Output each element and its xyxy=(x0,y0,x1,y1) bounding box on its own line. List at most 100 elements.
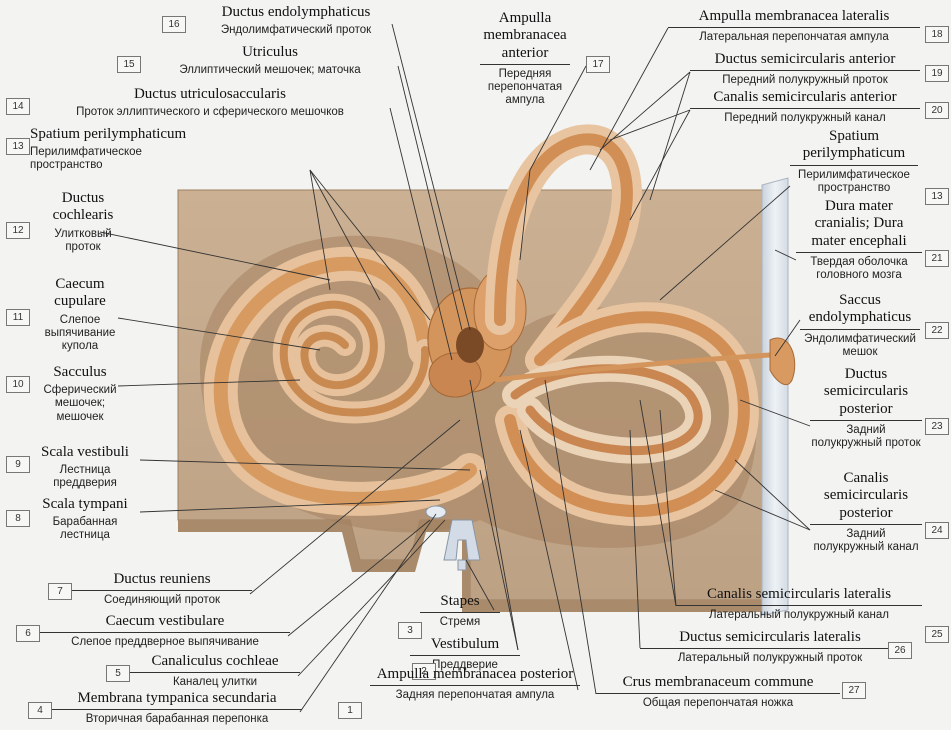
callout-number-5: 5 xyxy=(106,665,130,682)
russian-name: Проток эллиптического и сферического меш… xyxy=(30,103,390,119)
callout-number-1: 1 xyxy=(338,702,362,719)
russian-name: Улитковый проток xyxy=(38,225,128,254)
latin-name: Membrana tympanica secundaria xyxy=(52,690,302,707)
russian-name: Перилимфатическое пространство xyxy=(30,143,180,172)
label-dura-mater: Dura mater cranialis; Dura mater encepha… xyxy=(796,198,922,282)
label-ampulla-membranacea-posterior: Ampulla membranacea posterior Задняя пер… xyxy=(370,666,580,702)
russian-name: Стремя xyxy=(420,612,500,629)
callout-number-23: 23 xyxy=(925,418,949,435)
label-ductus-semicircularis-lateralis: Ductus semicircularis lateralis Латераль… xyxy=(640,629,900,665)
russian-name: Латеральный полукружный канал xyxy=(676,605,922,622)
russian-name: Передний полукружный канал xyxy=(690,108,920,125)
callout-number-25: 25 xyxy=(925,626,949,643)
callout-number-13-right: 13 xyxy=(925,188,949,205)
russian-name: Латеральная перепончатая ампула xyxy=(668,27,920,44)
callout-number-13: 13 xyxy=(6,138,30,155)
latin-name: Caecum cupulare xyxy=(30,276,130,311)
label-canalis-semicircularis-lateralis: Canalis semicircularis lateralis Латерал… xyxy=(676,586,922,622)
callout-number-7: 7 xyxy=(48,583,72,600)
label-canaliculus-cochleae: Canaliculus cochleae Каналец улитки xyxy=(130,653,300,689)
callout-number-10: 10 xyxy=(6,376,30,393)
label-crus-membranaceum-commune: Crus membranaceum commune Общая перепонч… xyxy=(596,674,840,710)
latin-name: Ductus semicircularis anterior xyxy=(690,51,920,68)
label-saccus-endolymphaticus: Saccus endolymphaticus Эндолимфатический… xyxy=(800,292,920,359)
label-caecum-cupulare: Caecum cupulare Слепое выпячивание купол… xyxy=(30,276,130,353)
russian-name: Общая перепончатая ножка xyxy=(596,693,840,710)
callout-number-16: 16 xyxy=(162,16,186,33)
label-canalis-semicircularis-posterior: Canalis semicircularis posterior Задний … xyxy=(810,470,922,554)
label-ductus-utriculosaccularis: Ductus utriculosaccularis Проток эллипти… xyxy=(30,86,390,119)
callout-number-6: 6 xyxy=(16,625,40,642)
label-scala-vestibuli: Scala vestibuli Лестница преддверия xyxy=(30,444,140,491)
russian-name: Барабанная лестница xyxy=(30,513,140,542)
label-scala-tympani: Scala tympani Барабанная лестница xyxy=(30,496,140,543)
latin-name: Stapes xyxy=(420,593,500,610)
russian-name: Вторичная барабанная перепонка xyxy=(52,709,302,726)
latin-name: Sacculus xyxy=(30,364,130,381)
russian-name: Слепое преддверное выпячивание xyxy=(40,632,290,649)
callout-number-8: 8 xyxy=(6,510,30,527)
callout-number-18: 18 xyxy=(925,26,949,43)
latin-name: Crus membranaceum commune xyxy=(596,674,840,691)
latin-name: Ductus semicircularis lateralis xyxy=(640,629,900,646)
russian-name: Соединяющий проток xyxy=(72,590,252,607)
callout-number-20: 20 xyxy=(925,102,949,119)
callout-number-17: 17 xyxy=(586,56,610,73)
label-utriculus: Utriculus Эллиптический мешочек; маточка xyxy=(140,44,400,77)
latin-name: Ductus endolymphaticus xyxy=(176,4,416,21)
label-ductus-reuniens: Ductus reuniens Соединяющий проток xyxy=(72,571,252,607)
label-ampulla-membranacea-anterior: Ampulla membranacea anterior Передняя пе… xyxy=(480,10,570,107)
label-canalis-semicircularis-anterior: Canalis semicircularis anterior Передний… xyxy=(690,89,920,125)
label-ampulla-membranacea-lateralis: Ampulla membranacea lateralis Латеральна… xyxy=(668,8,920,44)
russian-name: Каналец улитки xyxy=(130,672,300,689)
callout-number-21: 21 xyxy=(925,250,949,267)
latin-name: Saccus endolymphaticus xyxy=(800,292,920,327)
round-window xyxy=(426,506,446,518)
latin-name: Ductus reuniens xyxy=(72,571,252,588)
latin-name: Canalis semicircularis posterior xyxy=(810,470,922,522)
latin-name: Scala tympani xyxy=(30,496,140,513)
label-caecum-vestibulare: Caecum vestibulare Слепое преддверное вы… xyxy=(40,613,290,649)
latin-name: Dura mater cranialis; Dura mater encepha… xyxy=(796,198,922,250)
latin-name: Canalis semicircularis anterior xyxy=(690,89,920,106)
latin-name: Vestibulum xyxy=(410,636,520,653)
russian-name: Задний полукружный проток xyxy=(810,420,922,450)
latin-name: Spatium perilymphaticum xyxy=(790,128,918,163)
russian-name: Эллиптический мешочек; маточка xyxy=(140,61,400,77)
callout-number-11: 11 xyxy=(6,309,30,326)
russian-name: Эндолимфатический мешок xyxy=(800,329,920,359)
label-ductus-endolymphaticus: Ductus endolymphaticus Эндолимфатический… xyxy=(176,4,416,37)
russian-name: Латеральный полукружный проток xyxy=(640,648,900,665)
latin-name: Ductus cochlearis xyxy=(38,190,128,225)
latin-name: Canaliculus cochleae xyxy=(130,653,300,670)
latin-name: Caecum vestibulare xyxy=(40,613,290,630)
callout-number-14: 14 xyxy=(6,98,30,115)
label-sacculus: Sacculus Сферический мешочек; мешочек xyxy=(30,364,130,424)
label-ductus-semicircularis-posterior: Ductus semicircularis posterior Задний п… xyxy=(810,366,922,450)
label-membrana-tympanica-secundaria: Membrana tympanica secundaria Вторичная … xyxy=(52,690,302,726)
latin-name: Spatium perilymphaticum xyxy=(30,126,210,143)
russian-name: Передняя перепончатая ампула xyxy=(480,64,570,108)
russian-name: Задняя перепончатая ампула xyxy=(370,685,580,702)
russian-name: Перилимфатическое пространство xyxy=(790,165,918,195)
russian-name: Задний полукружный канал xyxy=(810,524,922,554)
callout-number-12: 12 xyxy=(6,222,30,239)
russian-name: Передний полукружный проток xyxy=(690,70,920,87)
dura-mater-strip xyxy=(762,178,788,615)
latin-name: Ductus semicircularis posterior xyxy=(810,366,922,418)
label-ductus-cochlearis: Ductus cochlearis Улитковый проток xyxy=(38,190,128,254)
latin-name: Ductus utriculosaccularis xyxy=(30,86,390,103)
latin-name: Utriculus xyxy=(140,44,400,61)
callout-number-15: 15 xyxy=(117,56,141,73)
callout-number-27: 27 xyxy=(842,682,866,699)
latin-name: Canalis semicircularis lateralis xyxy=(676,586,922,603)
russian-name: Сферический мешочек; мешочек xyxy=(30,381,130,424)
latin-name: Scala vestibuli xyxy=(30,444,140,461)
callout-number-19: 19 xyxy=(925,65,949,82)
russian-name: Слепое выпячивание купола xyxy=(30,311,130,354)
russian-name: Твердая оболочка головного мозга xyxy=(796,252,922,282)
latin-name: Ampulla membranacea posterior xyxy=(370,666,580,683)
callout-number-24: 24 xyxy=(925,522,949,539)
latin-name: Ampulla membranacea anterior xyxy=(480,10,570,62)
callout-number-9: 9 xyxy=(6,456,30,473)
